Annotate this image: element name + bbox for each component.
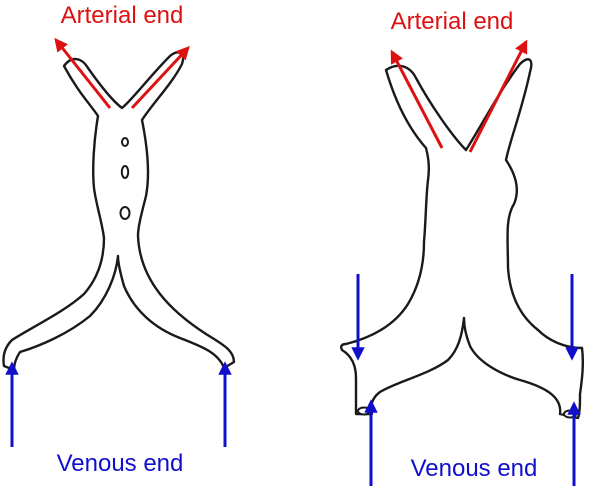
right-arterial-label: Arterial end <box>391 8 514 35</box>
left-hole-1 <box>121 137 129 147</box>
left-arterial-arrow-2 <box>130 46 190 110</box>
right-arterial-arrow-1 <box>390 49 444 149</box>
left-venous-label: Venous end <box>57 450 184 477</box>
left-arterial-label: Arterial end <box>61 2 184 29</box>
right-vessel-figure <box>340 58 585 420</box>
left-hole-3 <box>119 206 131 220</box>
left-arterial-arrow-1 <box>54 37 112 109</box>
left-vessel-figure <box>2 51 236 372</box>
right-arterial-arrow-2 <box>468 39 528 153</box>
left-vessel-outline <box>2 51 236 372</box>
right-venous-opening-left <box>357 406 371 416</box>
right-vessel-outline <box>340 58 585 420</box>
right-venous-label: Venous end <box>411 455 538 482</box>
left-hole-2 <box>120 165 130 179</box>
